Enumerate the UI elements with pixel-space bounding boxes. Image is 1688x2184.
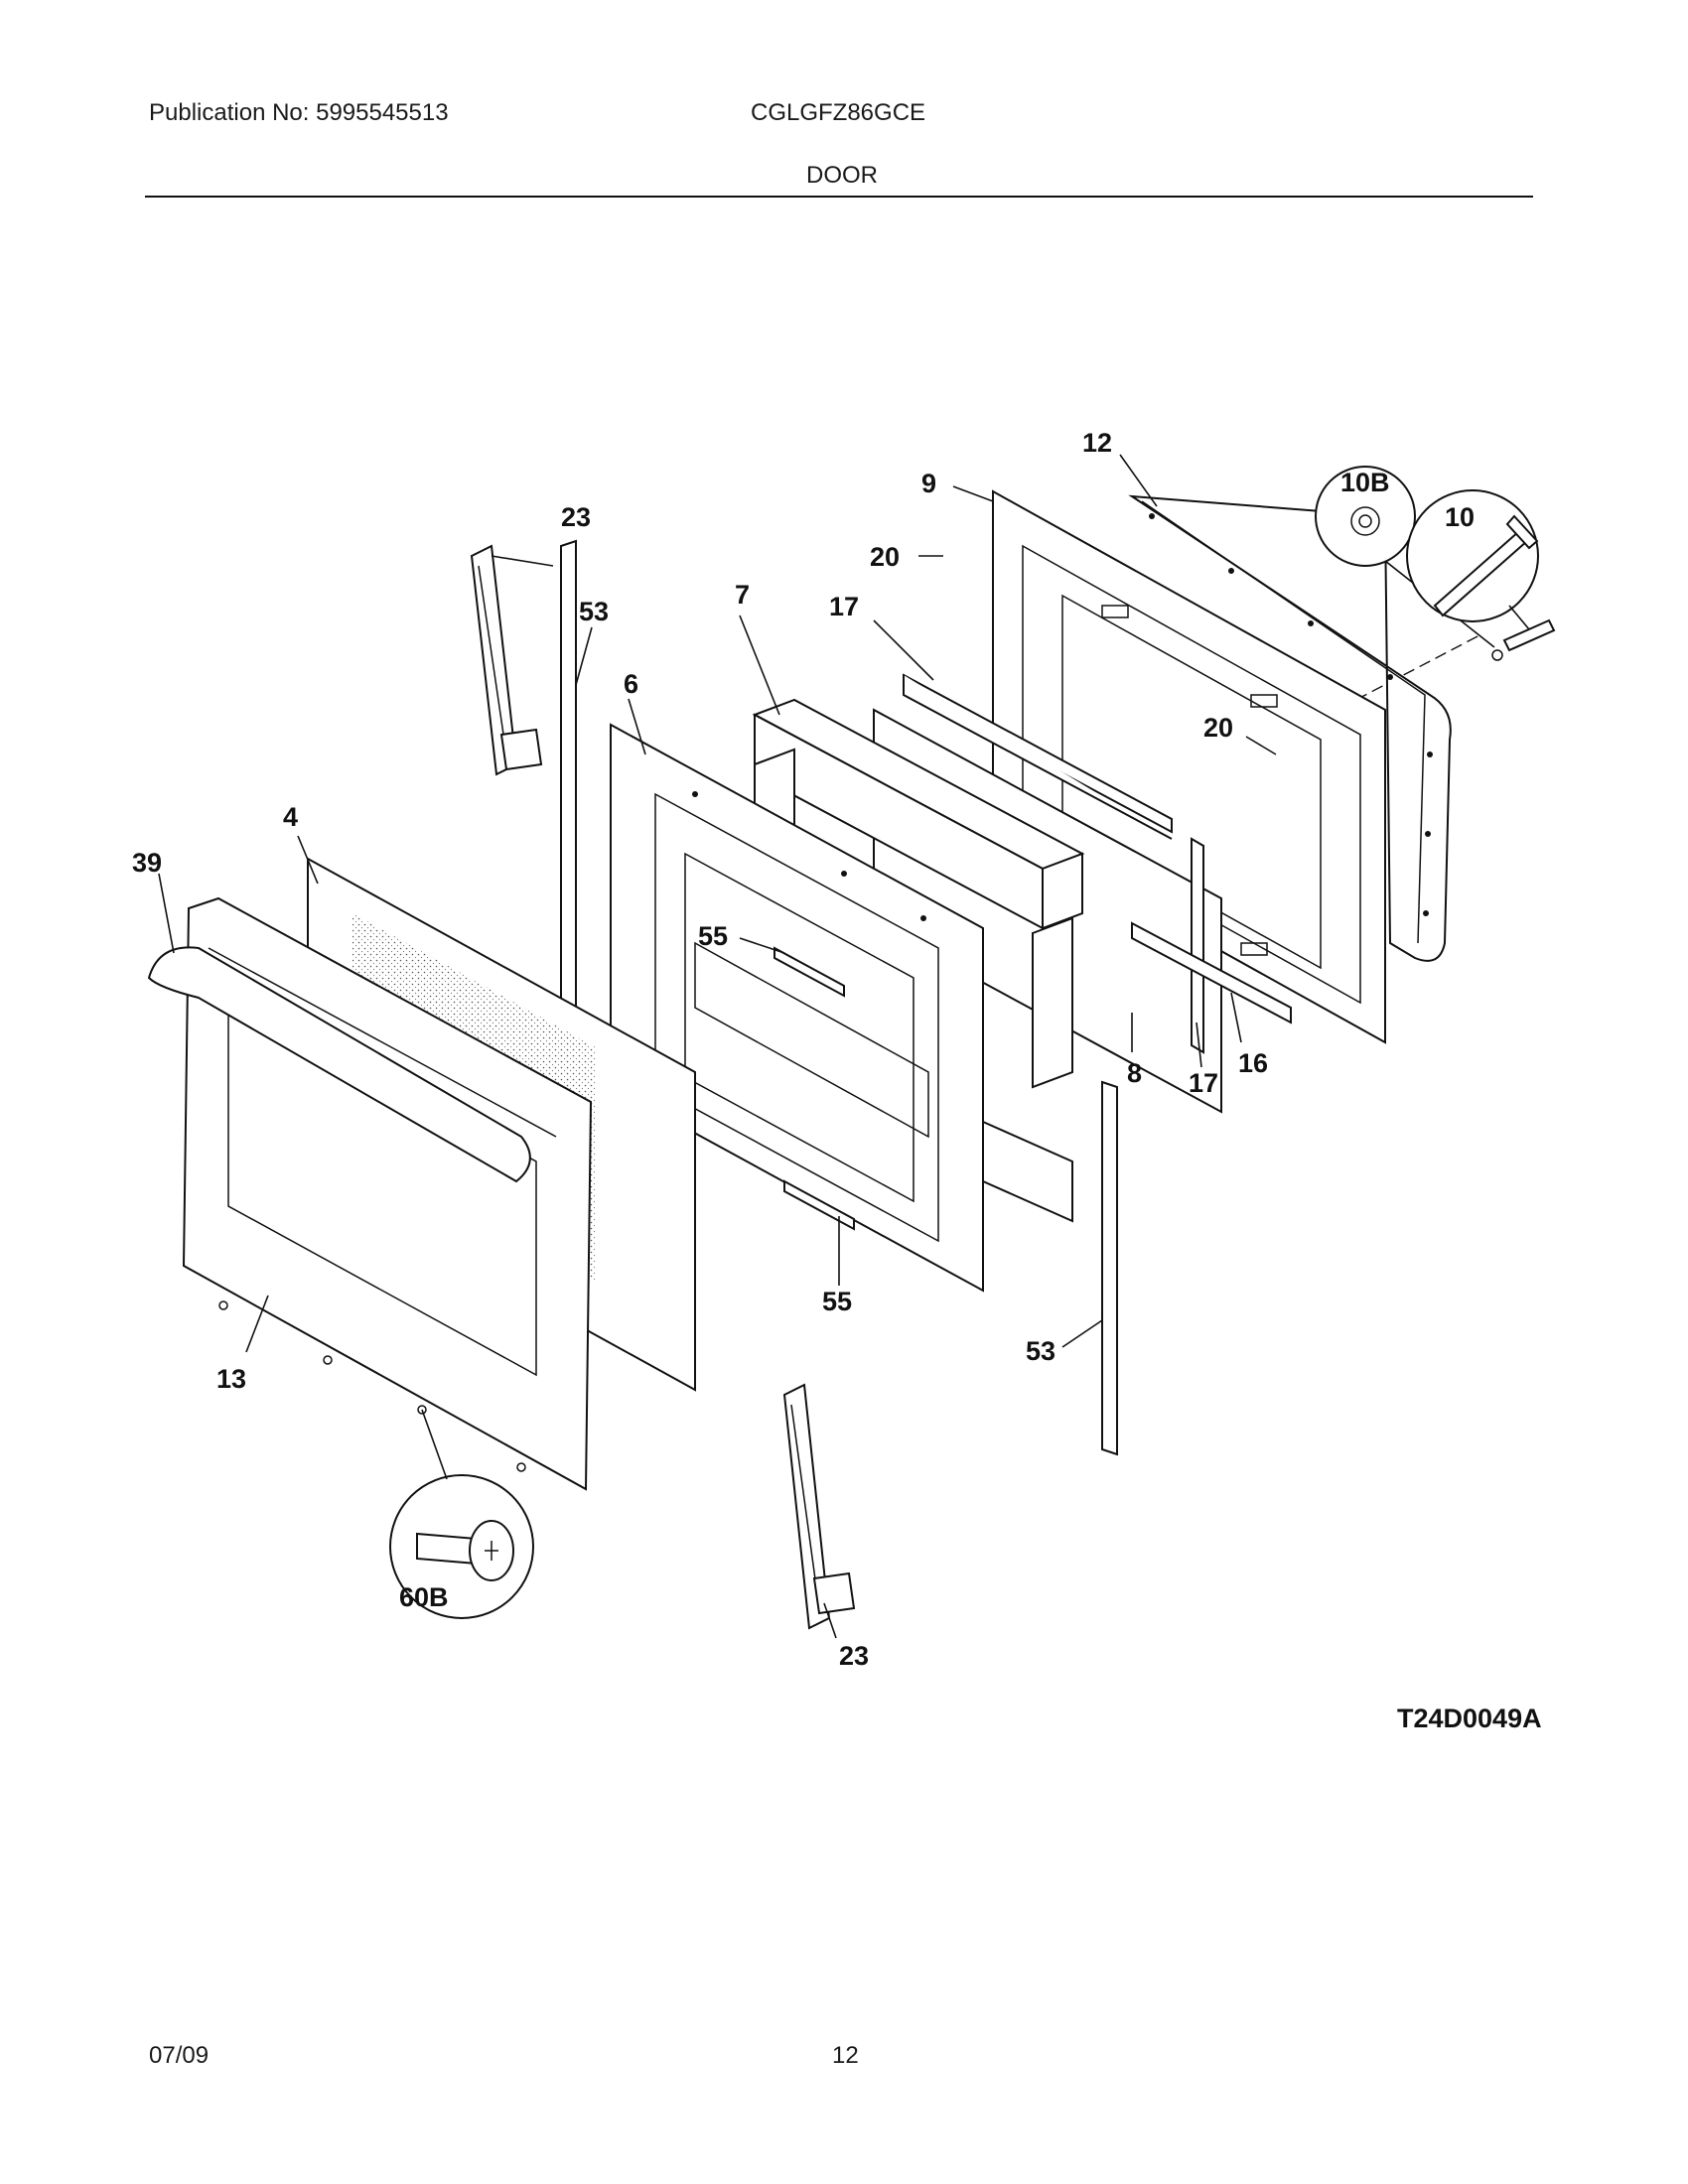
callout-55-upper: 55 — [698, 921, 728, 951]
part-9-inner-door-liner — [992, 489, 1386, 1044]
callout-7: 7 — [735, 580, 750, 610]
part-17-glass-spacer-lower — [1191, 837, 1204, 1054]
callout-23-upper: 23 — [561, 502, 591, 532]
part-12-door-gasket — [1128, 494, 1452, 962]
callout-13: 13 — [216, 1364, 246, 1394]
part-23-hinge-lower — [782, 1383, 856, 1630]
section-title: DOOR — [806, 162, 878, 189]
callout-60b: 60B — [399, 1582, 449, 1612]
callout-39: 39 — [132, 848, 162, 878]
callout-53-right: 53 — [1026, 1336, 1055, 1366]
callout-53-left: 53 — [579, 597, 609, 626]
part-60b-screw-detail — [389, 1409, 534, 1619]
diagram-code: T24D0049A — [1397, 1704, 1542, 1733]
model-number: CGLGFZ86GCE — [751, 99, 926, 126]
callout-16: 16 — [1238, 1048, 1268, 1078]
header-divider — [145, 196, 1533, 198]
callout-10: 10 — [1445, 502, 1475, 532]
callout-12: 12 — [1082, 428, 1112, 458]
publication-number: Publication No: 5995545513 — [149, 99, 449, 126]
callout-55-lower: 55 — [822, 1287, 852, 1316]
callout-20-lower: 20 — [1203, 713, 1233, 743]
callout-10b: 10B — [1340, 468, 1390, 497]
part-16-glass-retainer — [1131, 921, 1292, 1024]
part-53-door-trim-right — [1101, 1080, 1118, 1456]
part-39-outer-door-panel — [147, 896, 593, 1491]
part-55-hinge-receptacle-upper — [774, 946, 845, 998]
part-17-glass-spacer-upper — [903, 673, 1173, 840]
part-10-hinge-pin-detail — [1406, 489, 1556, 661]
part-23-hinge-upper — [470, 544, 543, 776]
callout-17-lower: 17 — [1189, 1068, 1218, 1098]
callout-4: 4 — [283, 802, 298, 832]
leader-lines — [158, 454, 1277, 1639]
callout-8: 8 — [1127, 1058, 1142, 1088]
page-number: 12 — [832, 2042, 859, 2069]
part-6-door-frame — [610, 723, 984, 1293]
callout-9: 9 — [921, 469, 936, 498]
footer-date: 07/09 — [149, 2042, 210, 2069]
callout-20-upper: 20 — [870, 542, 900, 572]
callout-17-upper: 17 — [829, 592, 859, 621]
part-55-hinge-receptacle-lower — [783, 1179, 855, 1231]
part-53-door-trim-left — [560, 539, 577, 1039]
callout-23-lower: 23 — [839, 1641, 869, 1671]
callout-6: 6 — [624, 669, 638, 699]
